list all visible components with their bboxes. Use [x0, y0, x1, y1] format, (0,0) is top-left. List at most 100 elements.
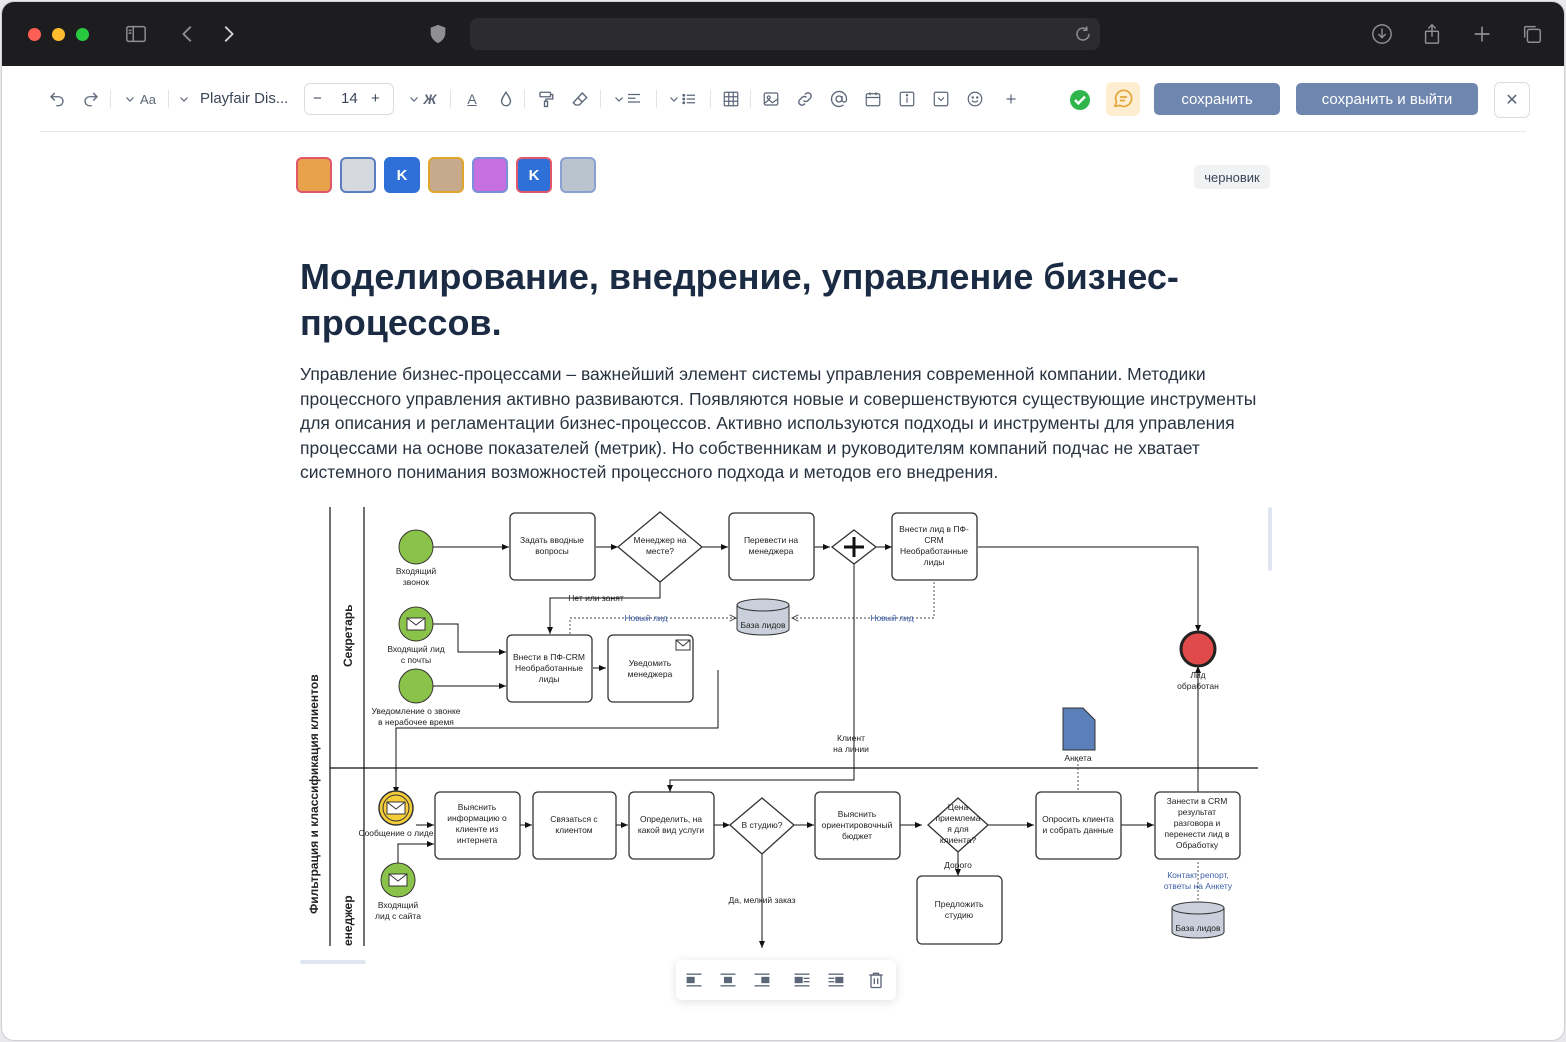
mention-icon[interactable] — [828, 88, 850, 110]
text-style-glyph: Aa — [140, 91, 156, 107]
task-label: Опросить клиента — [1042, 814, 1114, 824]
avatar[interactable] — [296, 157, 332, 193]
address-bar[interactable] — [470, 18, 1100, 50]
close-window-icon[interactable] — [28, 28, 41, 41]
chevron-down-icon — [670, 97, 678, 102]
diagram-scrollbar-vertical[interactable] — [1268, 507, 1272, 571]
bold-dropdown[interactable]: Ж — [404, 88, 440, 110]
list-dropdown[interactable] — [664, 88, 702, 110]
task-label: Необработанные — [900, 546, 968, 556]
redo-icon[interactable] — [80, 88, 102, 110]
sidebar-toggle-icon[interactable] — [122, 22, 150, 46]
gateway-label: Менеджер на — [633, 535, 686, 545]
task-label: перенести лид в — [1164, 829, 1229, 839]
task-label: Выяснить — [458, 802, 497, 812]
font-family-dropdown[interactable] — [178, 88, 298, 110]
flow-label: Контакт репорт, — [1167, 870, 1229, 880]
decrease-font-button[interactable]: − — [313, 90, 322, 107]
text-color-button[interactable]: A — [462, 88, 482, 110]
svg-text:Контакт репорт,ответы на Анкет: Контакт репорт,ответы на Анкету — [1164, 870, 1233, 891]
task-label: результат — [1178, 807, 1216, 817]
flow-label: Нет или занят — [568, 593, 624, 603]
privacy-shield-icon[interactable] — [426, 22, 450, 46]
task-label: Перевести на — [744, 535, 798, 545]
task-label: студию — [945, 910, 974, 920]
info-block-icon[interactable] — [896, 88, 918, 110]
clear-format-icon[interactable] — [570, 88, 590, 110]
toolbar-divider — [450, 90, 451, 108]
increase-font-button[interactable]: + — [371, 90, 380, 107]
link-icon[interactable] — [794, 88, 816, 110]
avatar[interactable] — [560, 157, 596, 193]
task-label: Определить, на — [640, 814, 702, 824]
share-icon[interactable] — [1420, 22, 1444, 46]
diagram-scrollbar-horizontal[interactable] — [300, 960, 366, 964]
avatar[interactable]: K — [384, 157, 420, 193]
maximize-window-icon[interactable] — [76, 28, 89, 41]
browser-titlebar — [2, 2, 1564, 66]
avatar[interactable] — [340, 157, 376, 193]
event-label: лид с сайта — [375, 911, 421, 921]
new-tab-icon[interactable] — [1470, 22, 1494, 46]
align-image-center-icon[interactable] — [718, 970, 738, 990]
format-painter-icon[interactable] — [536, 88, 556, 110]
collapse-block-icon[interactable] — [930, 88, 952, 110]
document-paragraph[interactable]: Управление бизнес-процессами – важнейший… — [300, 364, 1257, 482]
back-icon[interactable] — [176, 22, 200, 46]
save-and-exit-button[interactable]: сохранить и выйти — [1296, 83, 1478, 115]
align-image-left-icon[interactable] — [684, 970, 704, 990]
task-label: Выяснить — [838, 809, 877, 819]
chevron-down-icon — [180, 97, 188, 102]
reload-icon[interactable] — [1074, 25, 1092, 43]
comments-icon[interactable] — [1106, 82, 1140, 116]
align-left-icon — [628, 93, 640, 103]
tab-overview-icon[interactable] — [1520, 22, 1544, 46]
undo-icon[interactable] — [46, 88, 68, 110]
align-dropdown[interactable] — [608, 88, 648, 110]
document-title[interactable]: Моделирование, внедрение, управление биз… — [300, 256, 1179, 343]
forward-icon[interactable] — [216, 22, 240, 46]
insert-more-icon[interactable] — [1000, 88, 1022, 110]
task-label: Внести в ПФ-CRM — [513, 652, 585, 662]
downloads-icon[interactable] — [1370, 22, 1394, 46]
save-button[interactable]: сохранить — [1154, 83, 1280, 115]
delete-image-icon[interactable] — [866, 970, 886, 990]
task-label: клиентом — [555, 825, 592, 835]
avatar[interactable]: K — [516, 157, 552, 193]
text-style-dropdown[interactable]: Aa — [120, 88, 160, 110]
highlight-color-icon[interactable] — [496, 88, 516, 110]
wrap-text-right-icon[interactable] — [826, 970, 846, 990]
align-image-right-icon[interactable] — [752, 970, 772, 990]
flow-label: Новый лид — [870, 613, 913, 623]
font-size-stepper[interactable]: − 14 + — [304, 83, 394, 115]
close-editor-button[interactable]: ✕ — [1494, 82, 1530, 118]
avatar[interactable] — [428, 157, 464, 193]
wrap-text-left-icon[interactable] — [792, 970, 812, 990]
task-label: лиды — [924, 557, 945, 567]
minimize-window-icon[interactable] — [52, 28, 65, 41]
bpmn-diagram-image[interactable]: Фильтрация и классификация клиентов Секр… — [298, 502, 1260, 949]
lane-label-secretary: Секретарь — [341, 605, 355, 667]
task-label: лиды — [539, 674, 560, 684]
task-label: какой вид услуги — [638, 825, 705, 835]
task-label: информацию о — [447, 813, 507, 823]
emoji-icon[interactable] — [964, 88, 986, 110]
image-icon[interactable] — [760, 88, 782, 110]
avatar[interactable] — [472, 157, 508, 193]
gateway-label: я для — [947, 824, 969, 834]
image-toolbar — [676, 960, 896, 1000]
table-icon[interactable] — [720, 88, 742, 110]
status-badge: черновик — [1194, 165, 1270, 189]
task-label: разговора и — [1174, 818, 1221, 828]
task-label: менеджера — [749, 546, 794, 556]
font-size-value[interactable]: 14 — [341, 90, 358, 107]
calendar-icon[interactable] — [862, 88, 884, 110]
